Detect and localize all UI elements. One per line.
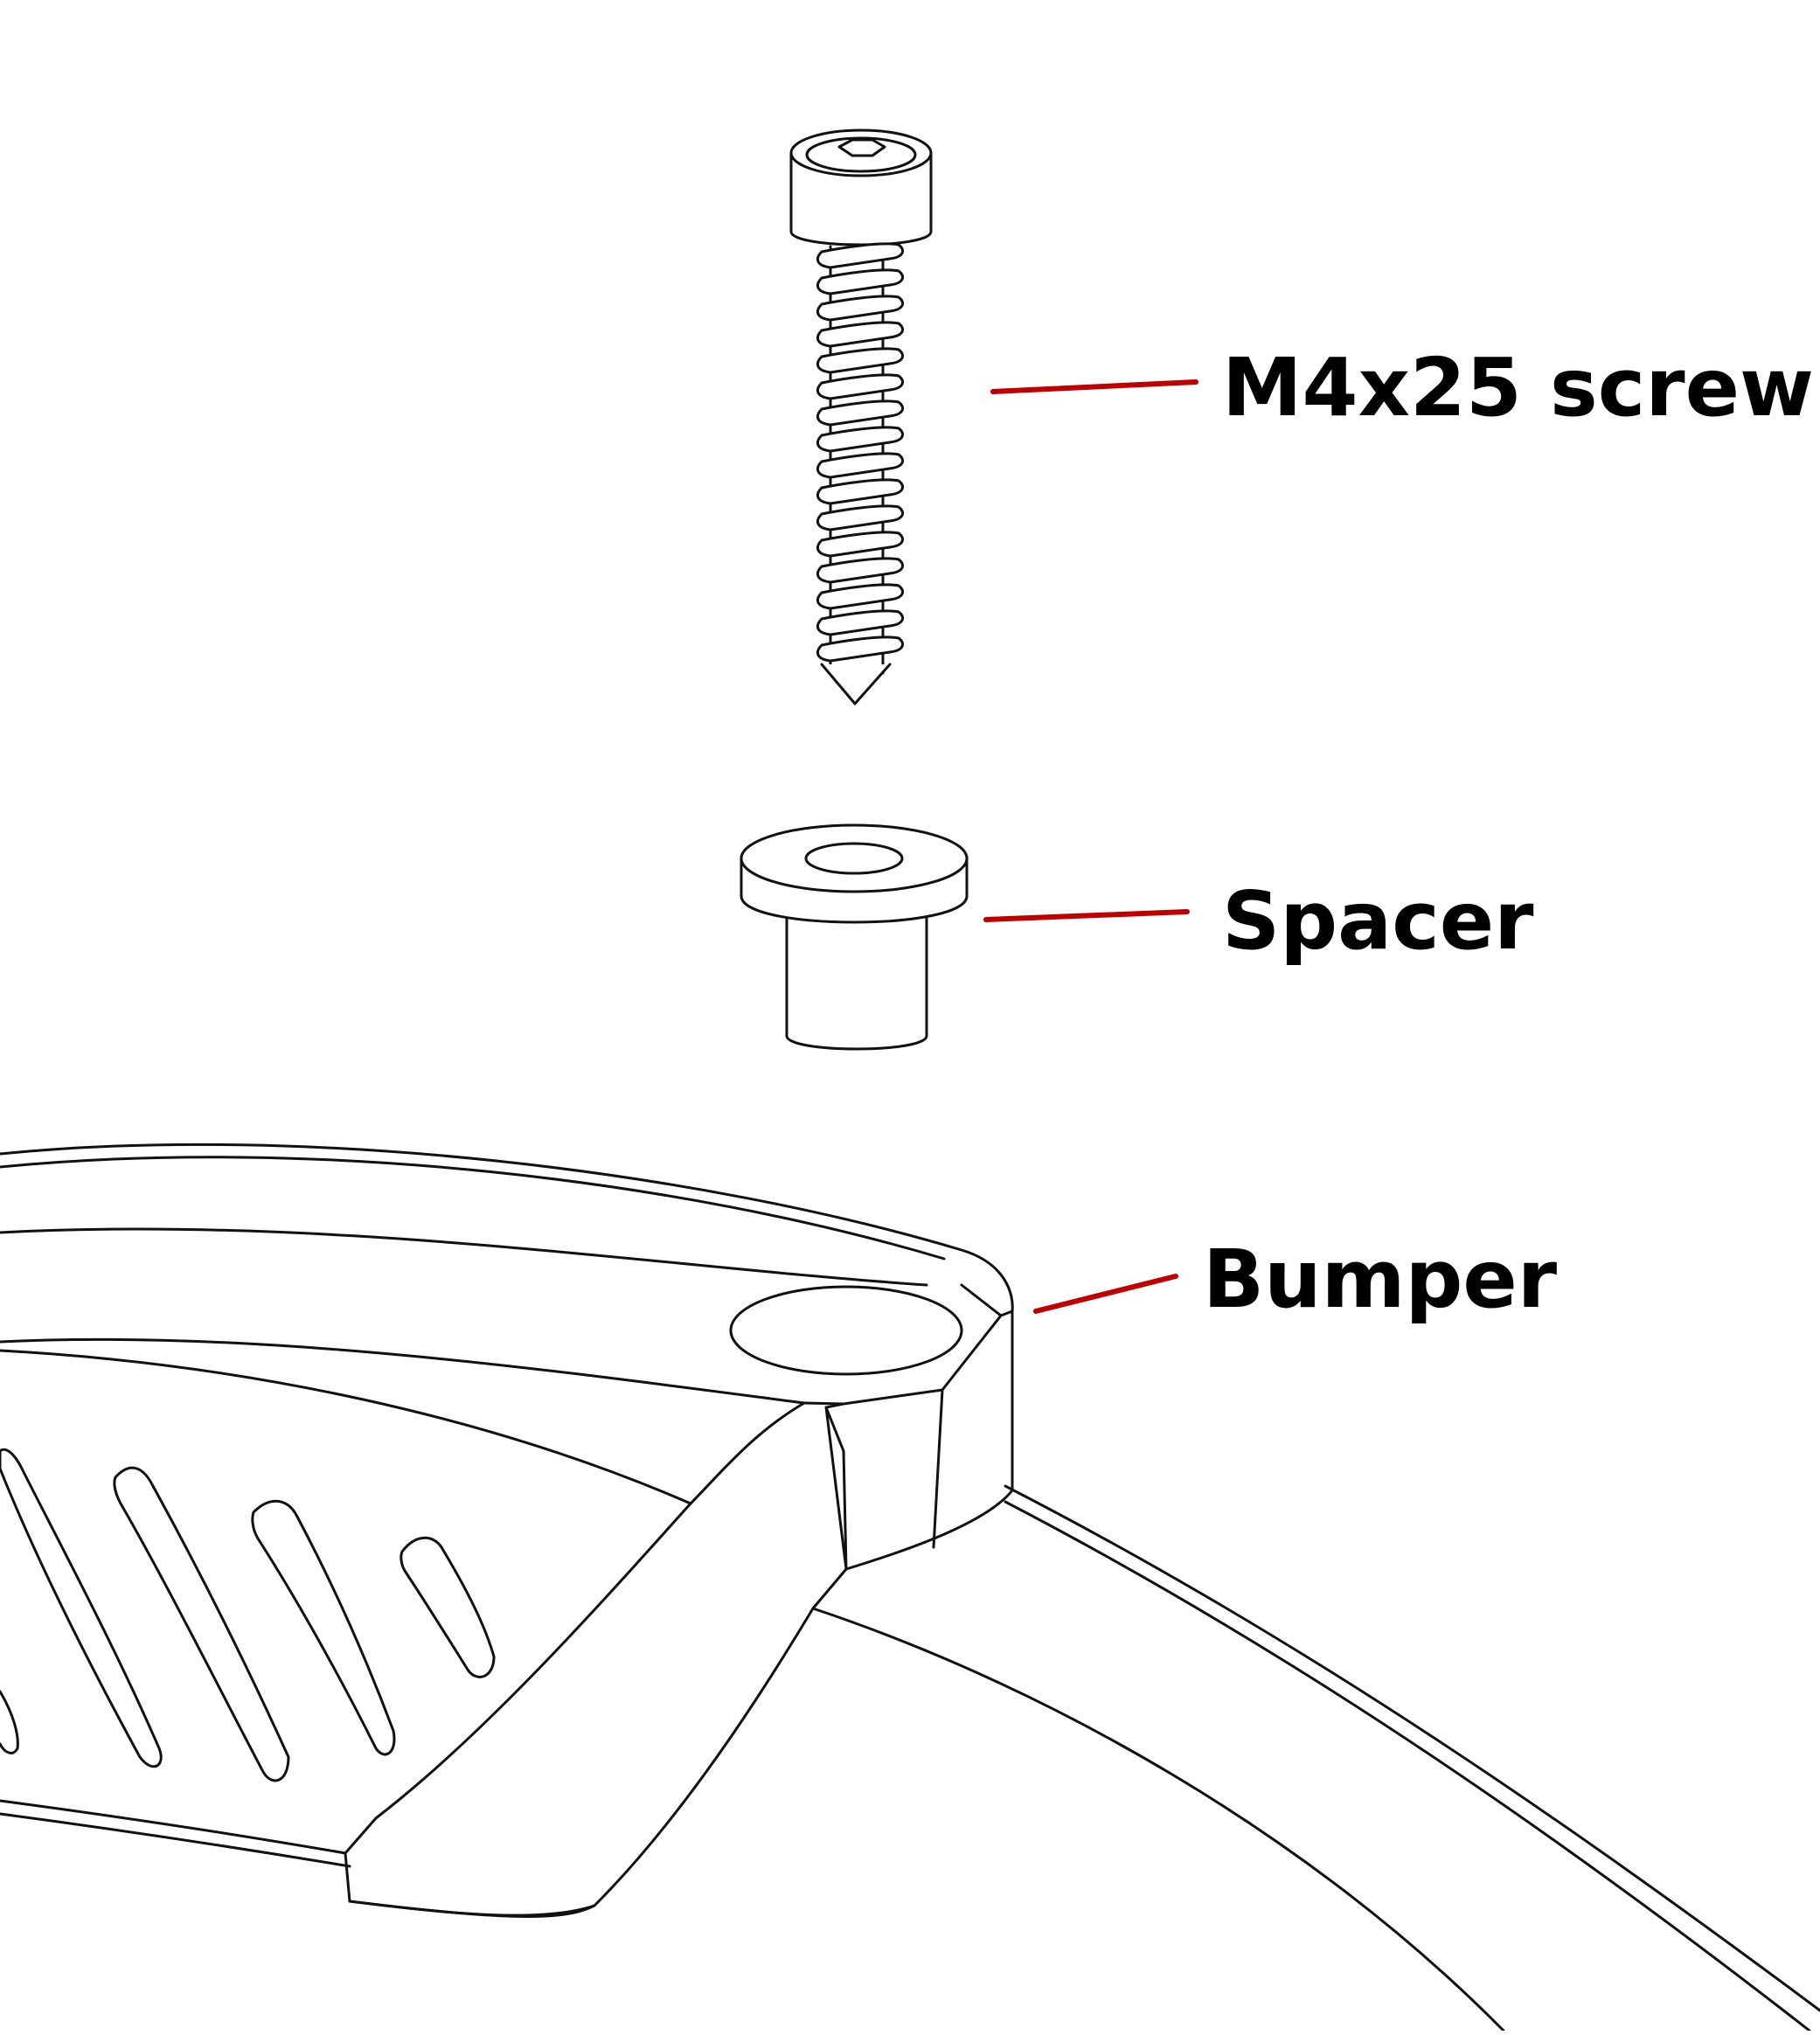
screw-threads bbox=[816, 242, 905, 675]
thread-turn bbox=[816, 268, 905, 295]
leader-bumper bbox=[1033, 1274, 1178, 1314]
screw-part bbox=[789, 128, 933, 705]
thread-turn bbox=[816, 636, 905, 663]
thread-turn bbox=[816, 399, 905, 427]
spacer-label: Spacer bbox=[1222, 874, 1534, 968]
thread-turn bbox=[816, 347, 905, 374]
thread-turn bbox=[816, 478, 905, 505]
screw-label: M4x25 screw bbox=[1222, 341, 1815, 434]
leader-spacer bbox=[983, 909, 1190, 922]
thread-turn bbox=[816, 373, 905, 400]
bumper-part bbox=[0, 1143, 1820, 2032]
thread-turn bbox=[816, 321, 905, 348]
thread-turn bbox=[816, 531, 905, 558]
spacer-part bbox=[740, 823, 969, 1051]
thread-turn bbox=[816, 609, 905, 636]
thread-turn bbox=[816, 295, 905, 322]
thread-turn bbox=[816, 242, 905, 269]
leader-screw bbox=[990, 379, 1198, 394]
thread-turn bbox=[816, 504, 905, 531]
thread-turn bbox=[816, 557, 905, 584]
vent-slots bbox=[0, 1448, 496, 1782]
leader-lines bbox=[983, 379, 1198, 1314]
thread-turn bbox=[816, 426, 905, 453]
bumper-label: Bumper bbox=[1203, 1233, 1558, 1326]
thread-turn bbox=[816, 583, 905, 610]
thread-turn bbox=[816, 452, 905, 479]
mounting-hole bbox=[729, 1285, 963, 1376]
